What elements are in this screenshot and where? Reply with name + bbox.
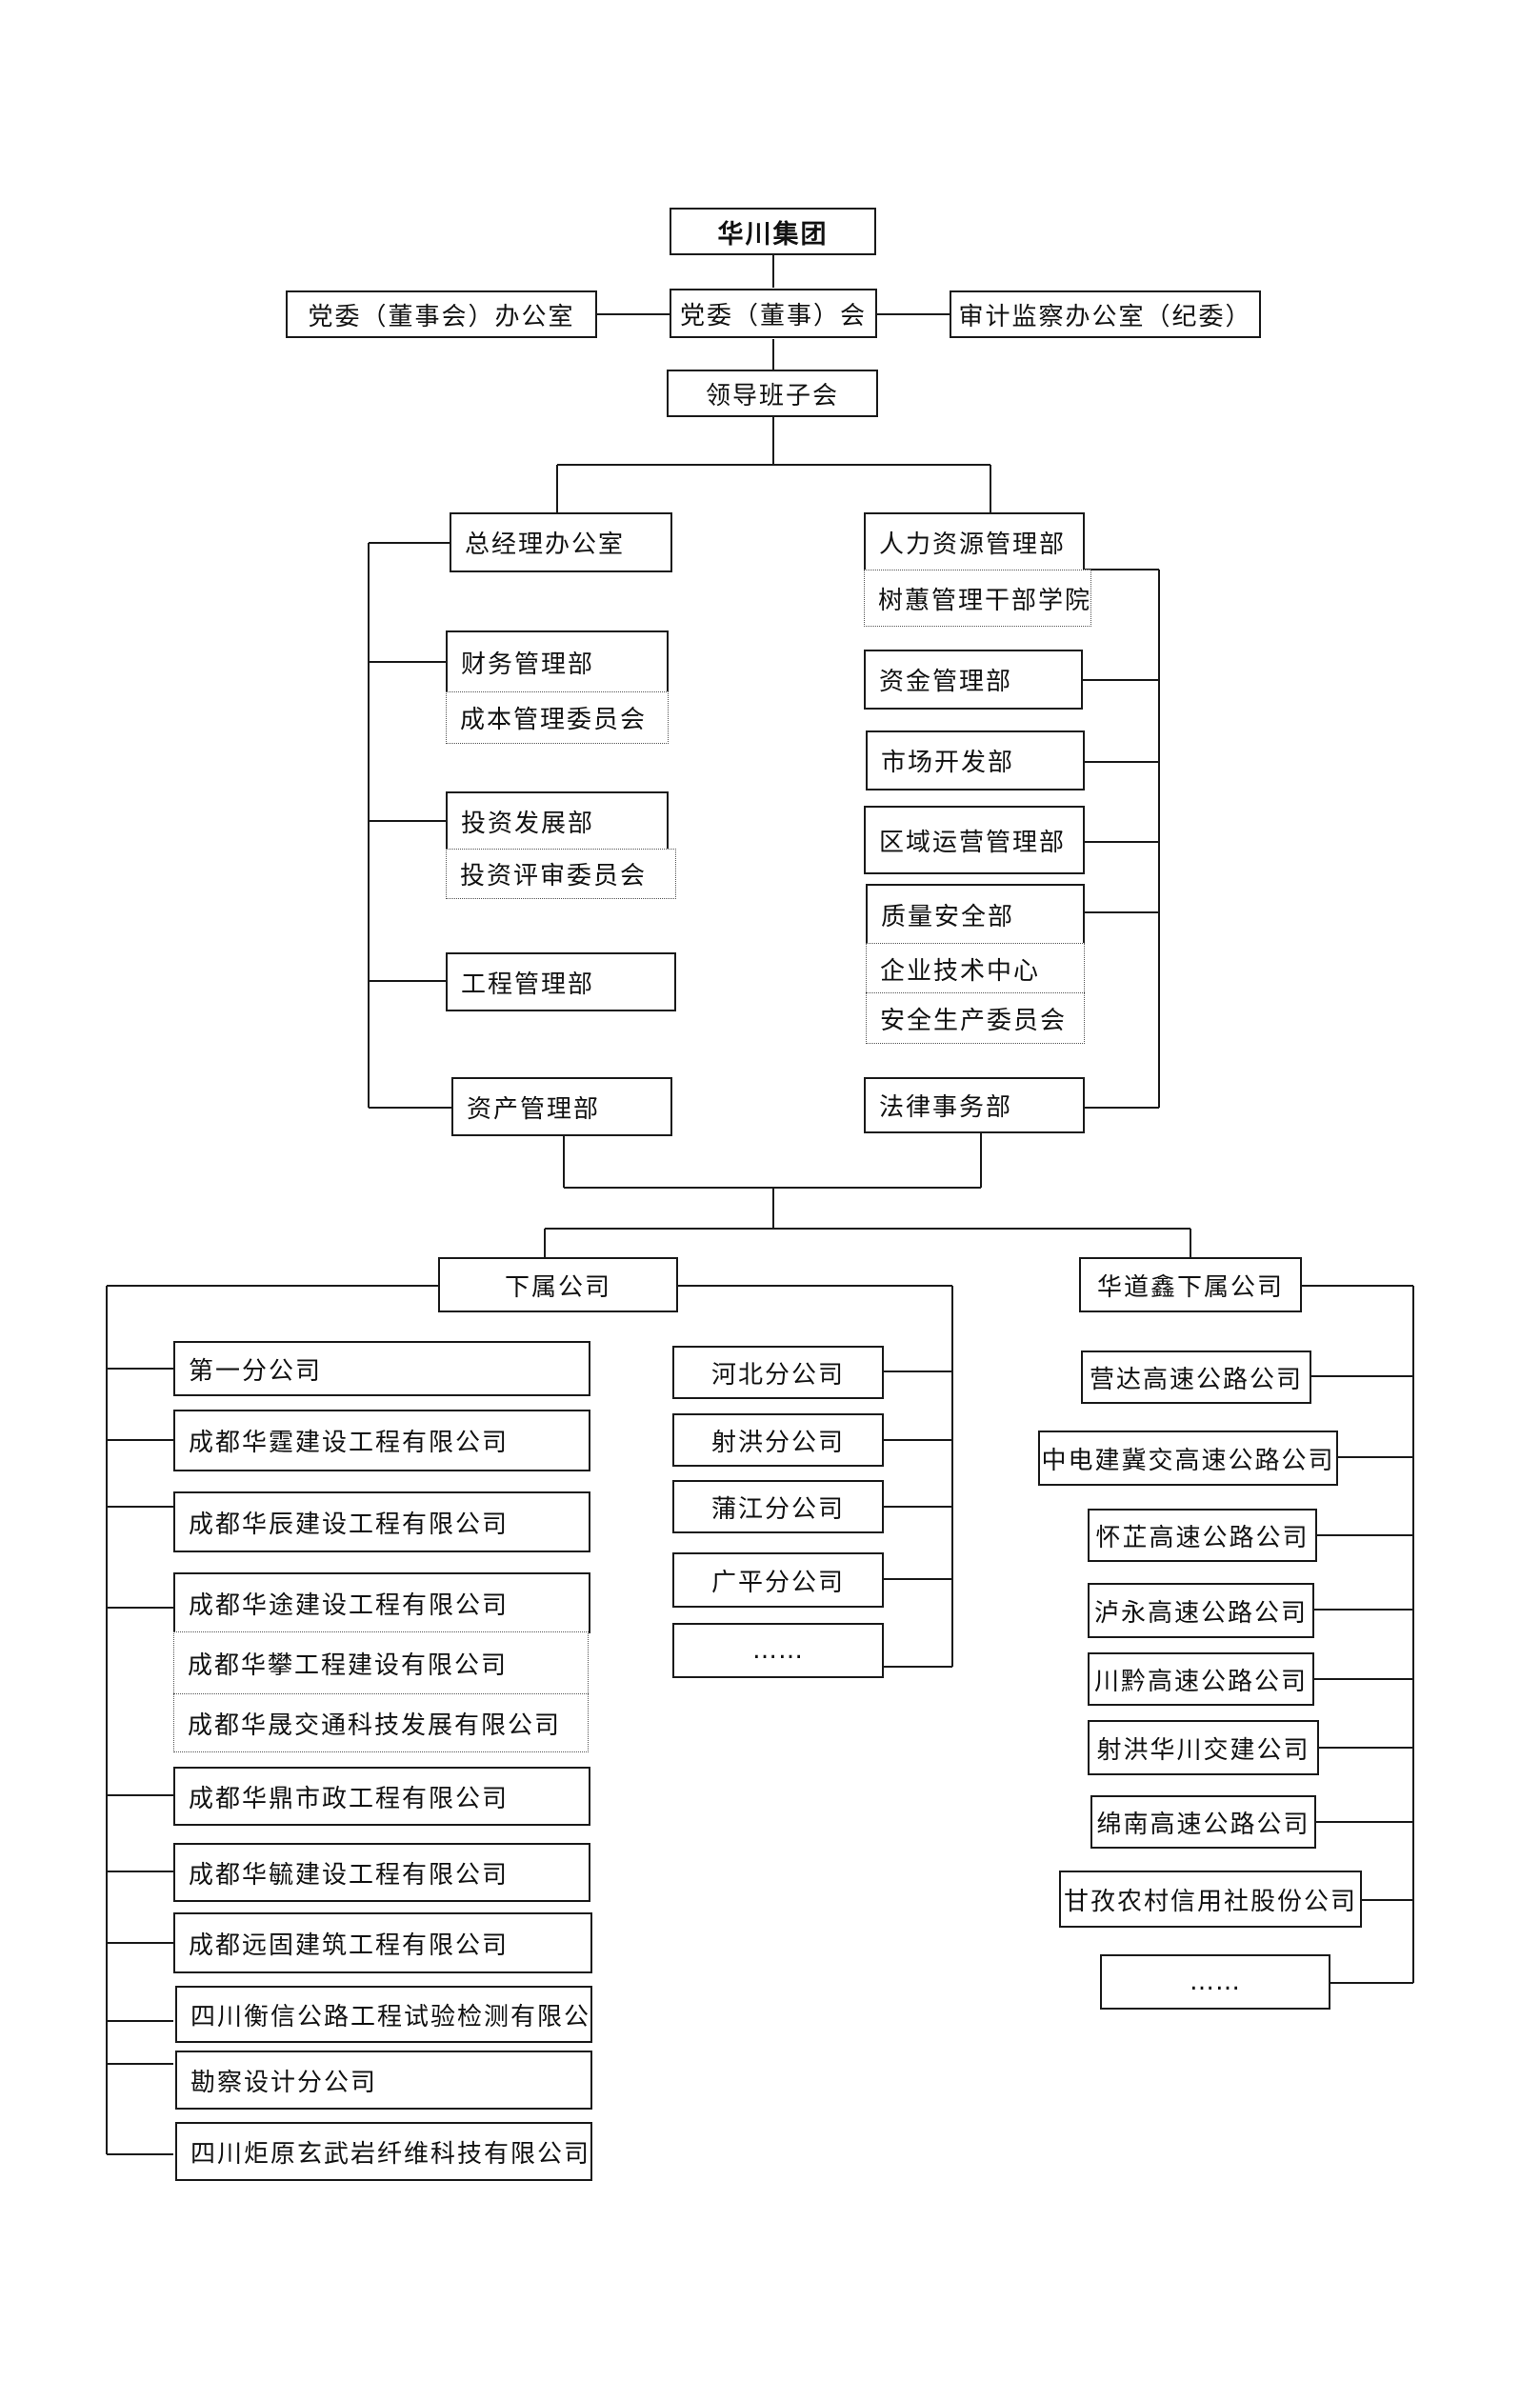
company-11: 勘察设计分公司 (175, 2051, 592, 2110)
company-8: 成都华毓建设工程有限公司 (173, 1843, 590, 1902)
hdx-company-8: 甘孜农村信用社股份公司 (1059, 1871, 1362, 1928)
hdx-company-4: 泸永高速公路公司 (1088, 1583, 1314, 1638)
branch-1: 河北分公司 (672, 1346, 884, 1399)
node-funds: 资金管理部 (864, 650, 1083, 710)
node-investment: 投资发展部 (446, 791, 669, 850)
node-safety-committee: 安全生产委员会 (866, 992, 1085, 1044)
company-7: 成都华鼎市政工程有限公司 (173, 1767, 590, 1826)
hdx-company-2: 中电建冀交高速公路公司 (1038, 1431, 1338, 1486)
node-subsidiaries: 下属公司 (438, 1257, 678, 1312)
node-gm-office: 总经理办公室 (450, 512, 672, 572)
node-tech-center: 企业技术中心 (866, 943, 1085, 994)
node-cost-committee: 成本管理委员会 (446, 691, 669, 744)
node-engineering: 工程管理部 (446, 952, 676, 1011)
node-huadaoxin: 华道鑫下属公司 (1079, 1257, 1302, 1312)
node-finance: 财务管理部 (446, 630, 669, 693)
branch-4: 广平分公司 (672, 1552, 884, 1608)
company-5: 成都华攀工程建设有限公司 (173, 1631, 589, 1695)
company-2: 成都华霆建设工程有限公司 (173, 1410, 590, 1471)
branch-2: 射洪分公司 (672, 1413, 884, 1467)
company-4: 成都华途建设工程有限公司 (173, 1572, 590, 1633)
node-party-office: 党委（董事会）办公室 (286, 290, 597, 338)
company-6: 成都华晟交通科技发展有限公司 (173, 1693, 589, 1752)
hdx-company-more: …… (1100, 1954, 1330, 2010)
hdx-company-1: 营达高速公路公司 (1081, 1351, 1311, 1404)
hdx-company-5: 川黔高速公路公司 (1088, 1652, 1314, 1706)
company-12: 四川炬原玄武岩纤维科技有限公司 (175, 2122, 592, 2181)
hdx-company-6: 射洪华川交建公司 (1088, 1720, 1319, 1775)
node-academy: 树蕙管理干部学院 (864, 570, 1091, 627)
node-hr: 人力资源管理部 (864, 512, 1085, 571)
node-huachuan-group: 华川集团 (670, 208, 876, 255)
hdx-company-3: 怀芷高速公路公司 (1088, 1509, 1317, 1562)
branch-more: …… (672, 1623, 884, 1678)
node-audit-office: 审计监察办公室（纪委） (950, 290, 1261, 338)
node-assets: 资产管理部 (451, 1077, 672, 1136)
company-9: 成都远固建筑工程有限公司 (173, 1912, 592, 1973)
node-investment-review: 投资评审委员会 (446, 849, 676, 899)
node-quality: 质量安全部 (866, 884, 1085, 945)
node-leadership: 领导班子会 (667, 370, 878, 417)
node-party-committee: 党委（董事）会 (670, 289, 877, 338)
branch-3: 蒲江分公司 (672, 1480, 884, 1533)
node-market: 市场开发部 (866, 730, 1085, 790)
company-1: 第一分公司 (173, 1341, 590, 1396)
company-3: 成都华辰建设工程有限公司 (173, 1491, 590, 1552)
hdx-company-7: 绵南高速公路公司 (1090, 1795, 1316, 1849)
node-legal: 法律事务部 (864, 1077, 1085, 1133)
node-regional: 区域运营管理部 (864, 806, 1085, 874)
company-10: 四川衡信公路工程试验检测有限公司 (175, 1986, 592, 2043)
